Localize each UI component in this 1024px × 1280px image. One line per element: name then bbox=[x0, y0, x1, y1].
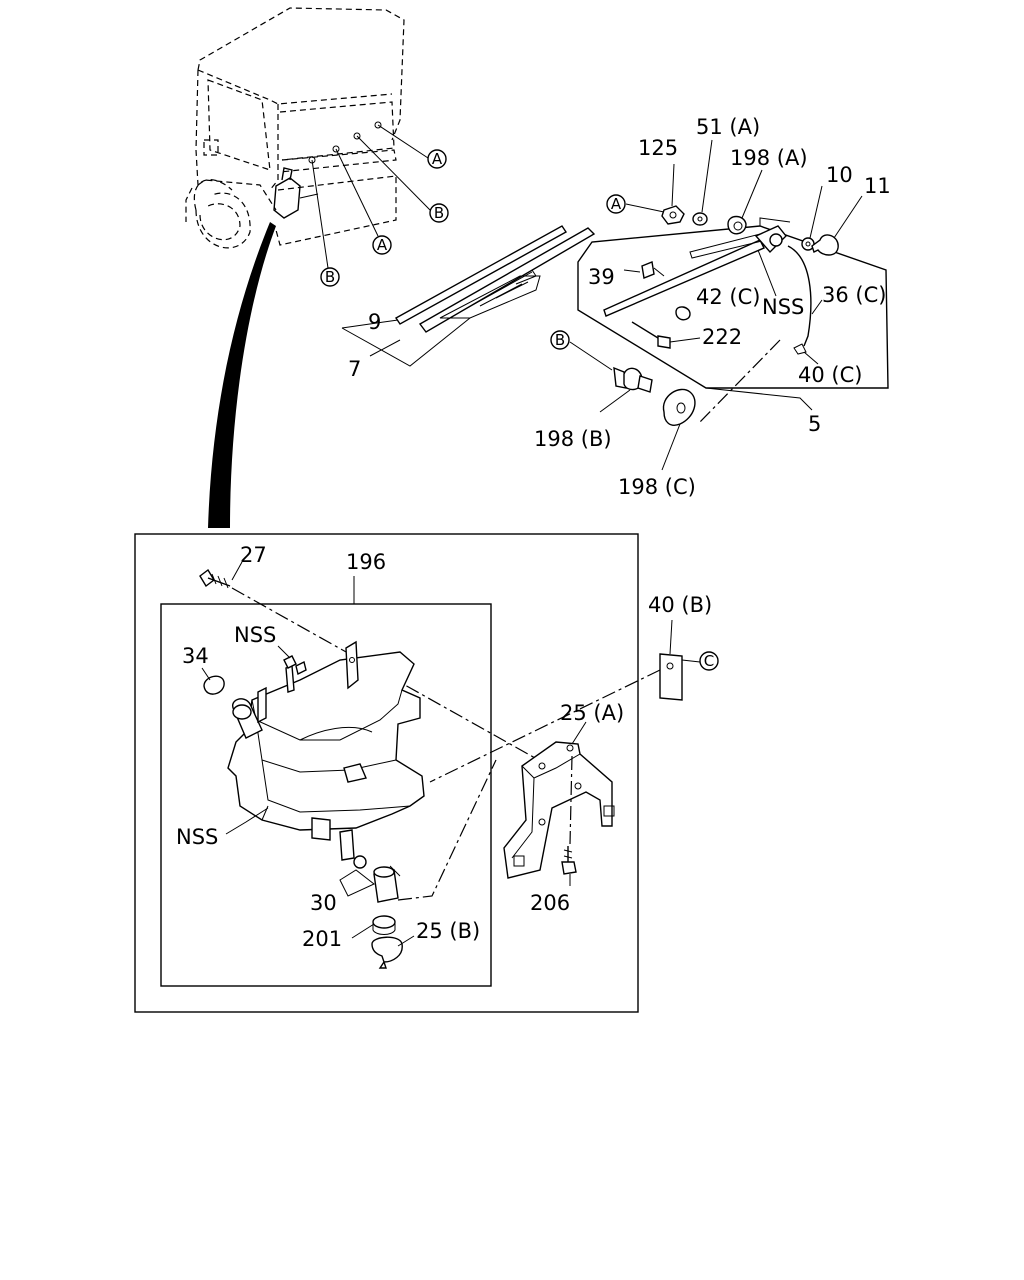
part-label-nss-tank: NSS bbox=[176, 825, 218, 849]
svg-text:A: A bbox=[611, 195, 622, 213]
svg-text:A: A bbox=[432, 150, 443, 168]
part-label-27: 27 bbox=[240, 543, 267, 567]
part-label-36c: 36 (C) bbox=[822, 283, 886, 307]
part-label-11: 11 bbox=[864, 174, 891, 198]
part-label-125: 125 bbox=[638, 136, 678, 160]
part-label-9: 9 bbox=[368, 310, 381, 334]
washer-tank-inner-frame bbox=[160, 603, 492, 987]
part-label-10: 10 bbox=[826, 163, 853, 187]
pivot-hardware bbox=[625, 139, 863, 256]
svg-text:B: B bbox=[555, 331, 565, 349]
part-label-nss-arm: NSS bbox=[762, 295, 804, 319]
part-label-206: 206 bbox=[530, 891, 570, 915]
part-label-40b: 40 (B) bbox=[648, 593, 712, 617]
part-label-25b: 25 (B) bbox=[416, 919, 480, 943]
washer-detail-frame bbox=[134, 533, 639, 1013]
callout-c-pad: C bbox=[699, 651, 719, 671]
wiper-blade-assembly bbox=[341, 225, 596, 367]
washer-tank bbox=[203, 640, 425, 869]
part-label-198a: 198 (A) bbox=[730, 146, 808, 170]
callout-a-cab-2: A bbox=[372, 235, 392, 255]
detail-leader-arrow bbox=[208, 222, 276, 528]
part-label-198c: 198 (C) bbox=[618, 475, 696, 499]
svg-text:B: B bbox=[434, 204, 444, 222]
callout-b-pivot: B bbox=[550, 330, 570, 350]
wiper-arm bbox=[603, 217, 812, 423]
tank-bracket bbox=[503, 741, 615, 879]
svg-text:B: B bbox=[325, 268, 335, 286]
callout-b-cab-2: B bbox=[320, 267, 340, 287]
part-label-51a: 51 (A) bbox=[696, 115, 760, 139]
part-label-222: 222 bbox=[702, 325, 742, 349]
part-label-40c: 40 (C) bbox=[798, 363, 862, 387]
part-label-201: 201 bbox=[302, 927, 342, 951]
callout-b-cab-1: B bbox=[429, 203, 449, 223]
part-label-198b: 198 (B) bbox=[534, 427, 612, 451]
part-label-5: 5 bbox=[808, 412, 821, 436]
washer-pump bbox=[339, 759, 497, 969]
vehicle-cab-outline bbox=[185, 7, 431, 269]
part-label-196: 196 bbox=[346, 550, 386, 574]
svg-text:A: A bbox=[377, 236, 388, 254]
svg-text:C: C bbox=[704, 652, 714, 670]
part-label-7: 7 bbox=[348, 357, 361, 381]
pivot-motor-part bbox=[569, 341, 696, 471]
part-label-25a: 25 (A) bbox=[560, 701, 624, 725]
callout-a-cab-1: A bbox=[427, 149, 447, 169]
part-label-39: 39 bbox=[588, 265, 615, 289]
part-label-42c: 42 (C) bbox=[696, 285, 760, 309]
pad-40b bbox=[429, 619, 701, 783]
part-label-30: 30 bbox=[310, 891, 337, 915]
part-label-nss-hose: NSS bbox=[234, 623, 276, 647]
wiper-arm-assembly-outline bbox=[577, 225, 889, 411]
callout-a-pivot: A bbox=[606, 194, 626, 214]
part-label-34: 34 bbox=[182, 644, 209, 668]
bolt-206 bbox=[561, 846, 577, 886]
